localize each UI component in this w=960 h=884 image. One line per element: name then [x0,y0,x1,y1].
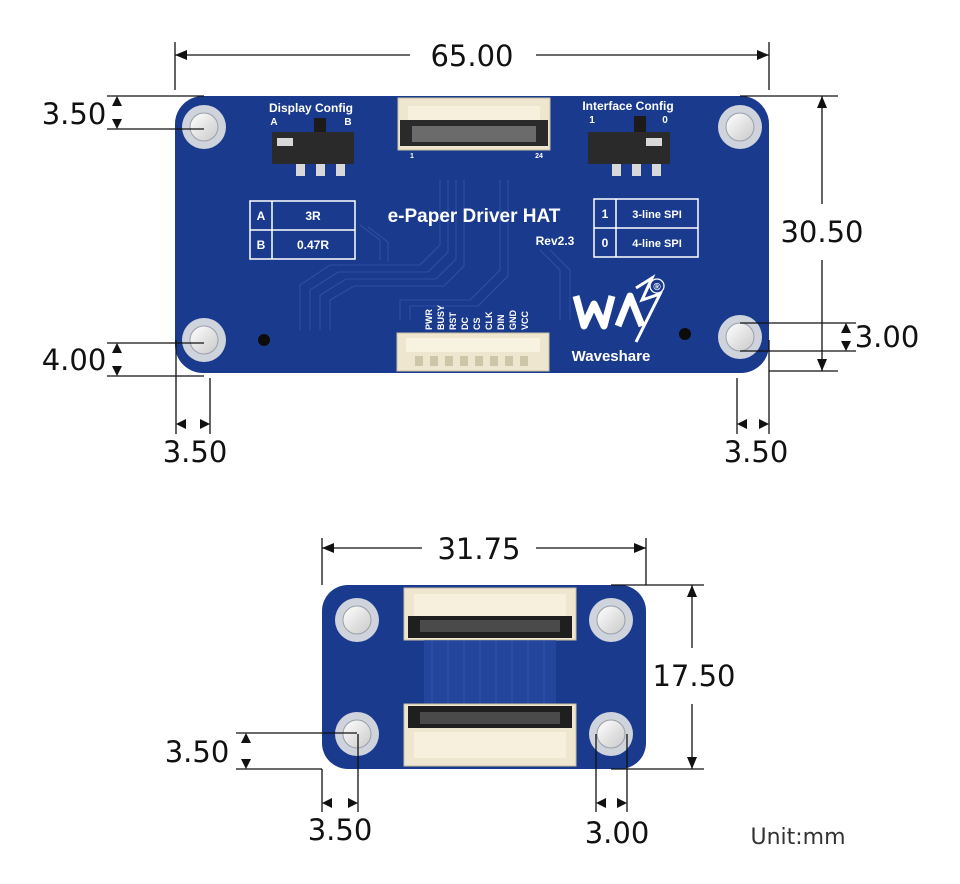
pin-label-gnd: GND [508,310,518,331]
dim-adapter-height: 17.50 [652,659,735,693]
adapter-fpc-top [403,587,577,641]
fpc-pin-last: 24 [535,153,543,160]
display-config-switch[interactable] [272,118,354,176]
adapter-hole-top-left [335,598,379,642]
adapter-board [322,585,646,769]
mount-hole-bottom-right [718,315,762,359]
via-left [258,334,270,346]
fpc-pin-first: 1 [410,153,414,160]
via-right [679,328,691,340]
interface-table-value-1: 3-line SPI [632,209,682,221]
display-table-value-b: 0.47R [297,238,329,252]
display-table-value-a: 3R [305,209,321,223]
interface-table-value-0: 4-line SPI [632,238,682,250]
pcb-traces [299,180,571,330]
pin-label-busy: BUSY [436,305,446,330]
fpc-connector-top [397,97,551,151]
mount-hole-bottom-left [182,318,226,362]
logo-text: Waveshare [572,348,651,365]
interface-switch-1-label: 1 [589,115,595,126]
pin-label-din: DIN [496,315,506,331]
display-table: A 3R B 0.47R [249,200,356,260]
registered-mark-circle [649,278,665,294]
dim-main-width: 65.00 [430,39,513,73]
registered-mark: ® [653,282,661,293]
dim-adapter-hole-diameter: 3.00 [585,816,650,850]
driver-hat-board: Display Config A B 1 24 Interface Config… [175,96,769,373]
display-table-key-b: B [257,238,266,252]
board-revision: Rev2.3 [536,234,575,248]
pin-label-rst: RST [448,311,458,330]
dim-main-height: 30.50 [780,215,863,249]
dim-adapter-bottom-hole-offset: 3.50 [165,735,230,769]
dim-main-bottom-hole-offset: 4.00 [42,343,107,377]
waveshare-logo-icon [572,274,663,343]
dim-main-hole-diameter: 3.00 [855,320,920,354]
dim-adapter-left-hole-offset: 3.50 [308,813,373,847]
dim-main-top-hole-offset: 3.50 [42,97,107,131]
dim-main-left-hole-offset: 3.50 [163,435,228,469]
dimension-lines [107,42,856,812]
adapter-hole-top-right [589,598,633,642]
interface-table: 1 3-line SPI 0 4-line SPI [593,198,699,258]
pin-header-connector [396,332,550,372]
adapter-hole-bottom-left [335,712,379,756]
mount-hole-top-left [182,105,226,149]
mount-hole-top-right [718,105,762,149]
board-title: e-Paper Driver HAT [388,206,561,227]
pin-label-clk: CLK [484,311,494,330]
pin-label-pwr: PWR [424,309,434,330]
interface-switch-0-label: 0 [662,115,668,126]
pin-label-cs: CS [472,317,482,330]
interface-config-title: Interface Config [582,99,673,113]
dim-adapter-width: 31.75 [437,532,520,566]
adapter-hole-bottom-right [589,712,633,756]
display-switch-a-label: A [270,117,277,128]
dim-main-right-hole-offset: 3.50 [724,435,789,469]
interface-config-switch[interactable] [588,116,670,176]
pin-label-dc: DC [460,317,470,330]
adapter-traces [424,640,556,704]
display-switch-b-label: B [344,117,351,128]
pin-label-vcc: VCC [520,310,530,330]
pin-labels: PWR BUSY RST DC CS CLK DIN GND VCC [424,305,530,330]
dimension-labels: 65.00 3.50 30.50 3.00 4.00 3.50 3.50 31.… [42,39,920,850]
adapter-fpc-bottom [403,703,577,767]
unit-label: Unit:mm [750,825,845,850]
interface-table-key-1: 1 [602,207,609,221]
display-table-key-a: A [257,209,266,223]
interface-table-key-0: 0 [602,236,609,250]
display-config-title: Display Config [269,101,353,115]
